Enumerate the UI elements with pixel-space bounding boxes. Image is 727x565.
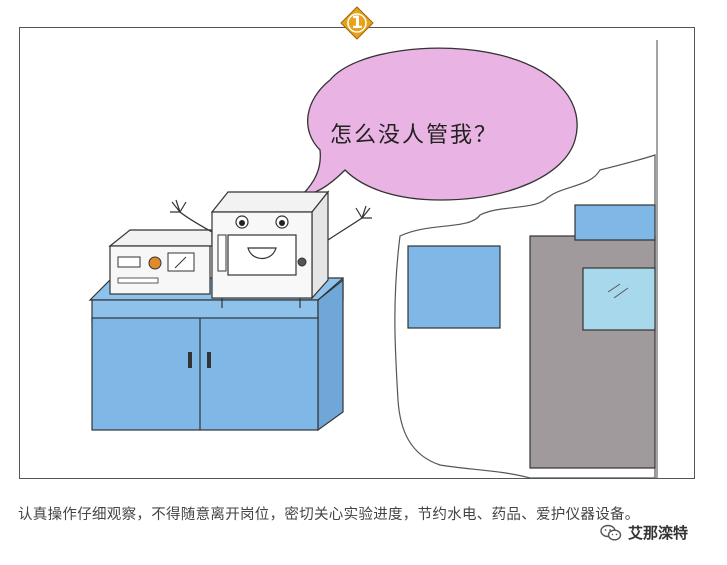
number-badge bbox=[340, 6, 374, 40]
speech-text: 怎么没人管我？ bbox=[330, 123, 499, 148]
caption-text: 认真操作仔细观察，不得随意离开岗位，密切关心实验进度，节约水电、药品、爱护仪器设… bbox=[18, 507, 640, 523]
brand-name: 艾那滦特 bbox=[628, 524, 689, 542]
desk-side bbox=[317, 278, 344, 432]
cabinet-window bbox=[582, 267, 656, 331]
speech-bubble bbox=[300, 47, 578, 201]
instrument-box bbox=[109, 245, 211, 295]
window-left bbox=[407, 245, 501, 329]
cabinet-handle-left bbox=[188, 352, 192, 368]
window-top-right bbox=[574, 204, 656, 241]
brand-watermark: 艾那滦特 bbox=[600, 522, 688, 543]
badge-number: 1 bbox=[351, 13, 363, 33]
wechat-icon bbox=[600, 524, 622, 541]
mouth bbox=[247, 247, 277, 260]
cabinet-handle-right bbox=[207, 352, 211, 368]
knob bbox=[148, 256, 162, 270]
blue-cabinet bbox=[91, 317, 319, 431]
